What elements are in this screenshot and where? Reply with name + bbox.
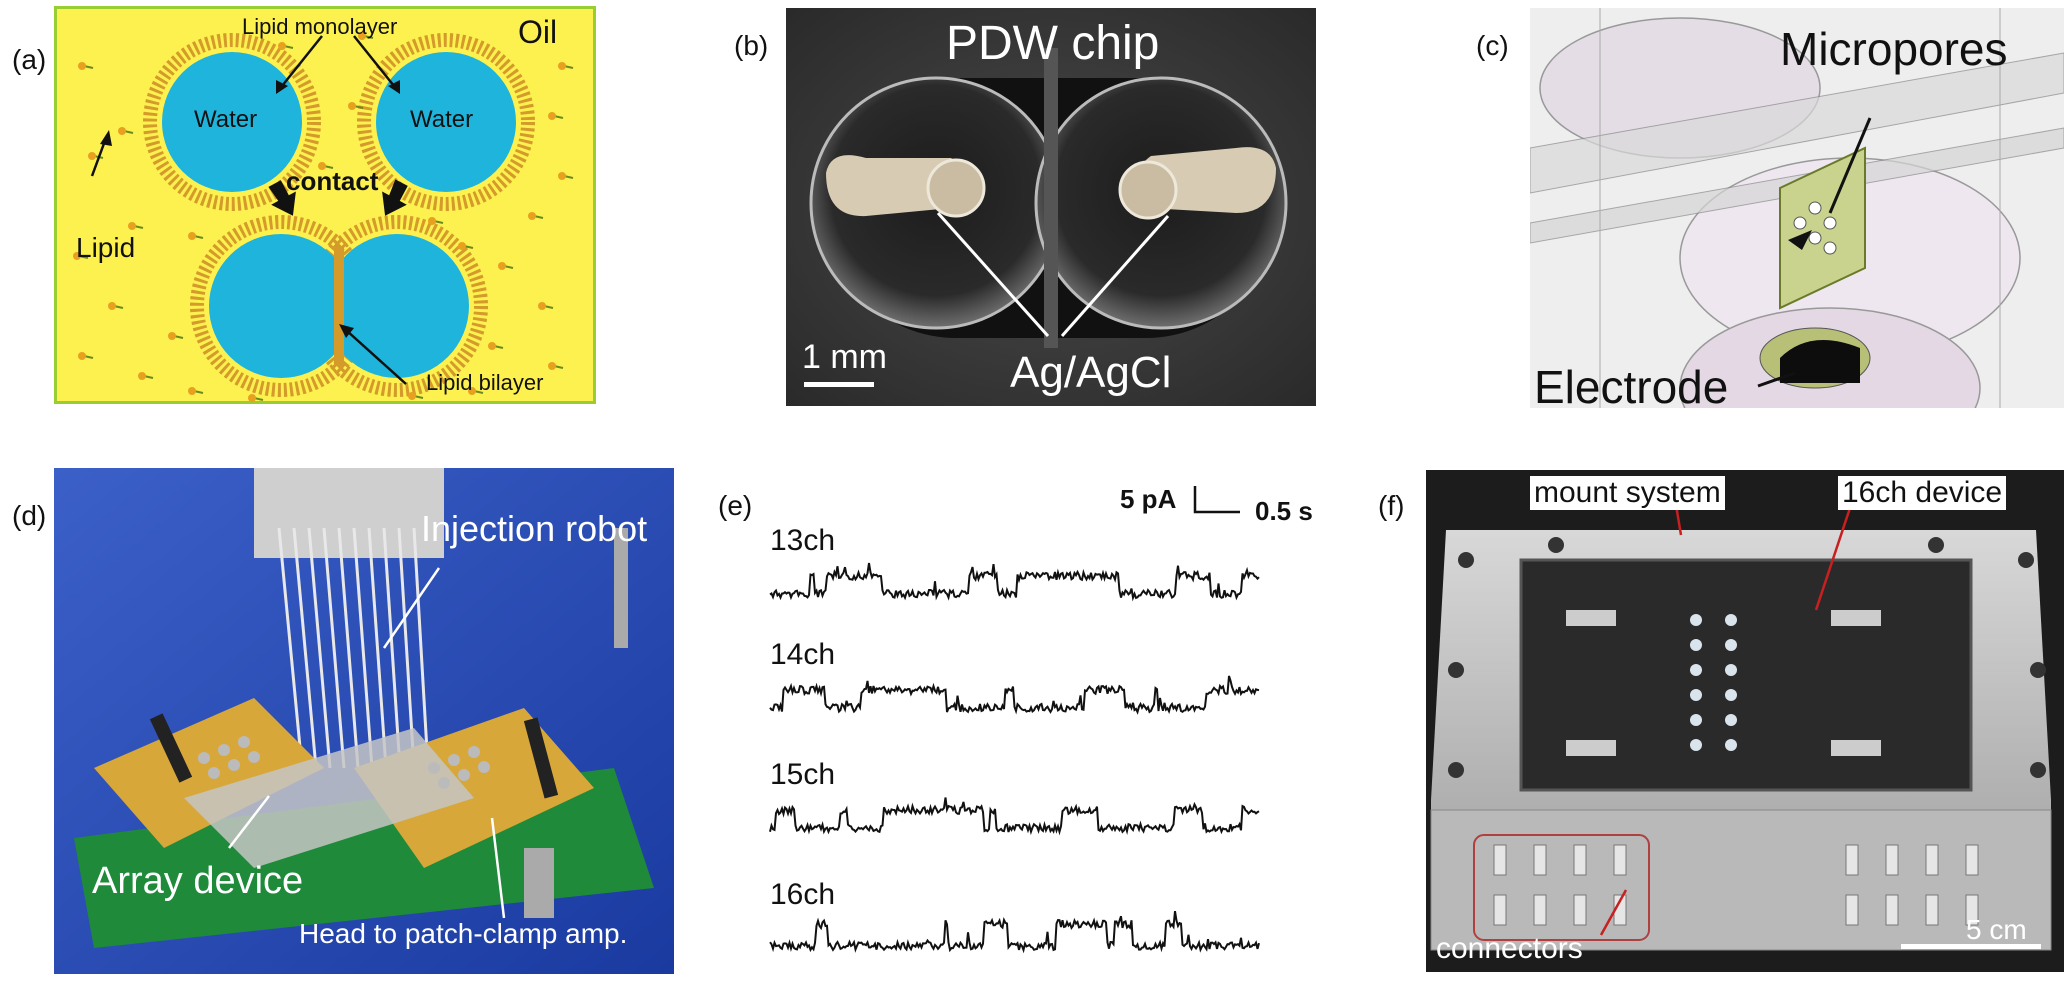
trace-13ch <box>769 562 1260 602</box>
panel-label-f: (f) <box>1378 490 1405 521</box>
array-device-label: Array device <box>92 860 304 902</box>
scale-current-label: 5 pA <box>1120 484 1177 514</box>
connectors-label: connectors <box>1436 932 1583 965</box>
lipid-bilayer-label: Lipid bilayer <box>426 370 544 395</box>
scale-bar-5cm: 5 cm <box>1966 914 2027 945</box>
micropores-label: Micropores <box>1780 23 2008 75</box>
panel-label-d: (d) <box>12 500 47 531</box>
contact-label: contact <box>286 166 379 196</box>
panel-e-traces: 5 pA 0.5 s 13ch 14ch 15ch 16ch <box>760 476 1340 976</box>
water-droplet-left <box>143 33 321 211</box>
mount-system-photo <box>1426 470 2064 972</box>
ag-agcl-label: Ag/AgCl <box>1010 348 1172 397</box>
trace-14ch <box>769 675 1260 715</box>
water-right-label: Water <box>410 106 474 133</box>
micropore-device-render <box>1530 8 2064 408</box>
lipid-monolayer-label: Lipid monolayer <box>242 14 398 39</box>
panel-label-c: (c) <box>1476 30 1509 61</box>
electrode-label: Electrode <box>1534 361 1729 408</box>
panel-d-photo: Injection robot Array device Head to pat… <box>54 468 674 974</box>
panel-label-e: (e) <box>718 490 753 521</box>
contacting-droplets <box>190 215 488 397</box>
channel-13-label: 13ch <box>770 524 836 557</box>
panel-label-a: (a) <box>12 44 47 75</box>
water-droplet-right <box>357 33 535 211</box>
16ch-device-label: 16ch device <box>1838 476 2007 510</box>
panel-b-photo: PDW chip 1 mm Ag/AgCl <box>786 8 1316 406</box>
scale-time-label: 0.5 s <box>1255 496 1313 526</box>
panel-f-photo: mount system 16ch device connectors 5 cm <box>1426 470 2064 972</box>
channel-16-label: 16ch <box>770 878 836 911</box>
injection-robot-label: Injection robot <box>421 508 648 549</box>
lipid-label: Lipid <box>76 232 136 263</box>
water-left-label: Water <box>194 106 258 133</box>
channel-14-label: 14ch <box>770 638 836 671</box>
mount-system-label: mount system <box>1530 476 1725 510</box>
single-channel-traces <box>769 486 1260 954</box>
scale-bar-1mm: 1 mm <box>802 338 887 376</box>
head-to-patch-clamp-label: Head to patch-clamp amp. <box>299 918 628 949</box>
pdw-chip-title: PDW chip <box>946 17 1160 70</box>
lipid-droplet-diagram <box>54 6 596 404</box>
panel-c-render: Micropores Electrode <box>1530 8 2064 408</box>
pdw-chip-image <box>786 8 1316 406</box>
array-device-photo <box>54 468 674 974</box>
trace-15ch <box>769 797 1260 836</box>
channel-15-label: 15ch <box>770 758 836 791</box>
oil-label: Oil <box>518 14 558 50</box>
panel-label-b: (b) <box>734 30 769 61</box>
trace-16ch <box>769 910 1260 954</box>
scale-bar <box>1193 486 1240 514</box>
panel-a-diagram: Oil Lipid monolayer Water Water contact … <box>54 6 596 404</box>
